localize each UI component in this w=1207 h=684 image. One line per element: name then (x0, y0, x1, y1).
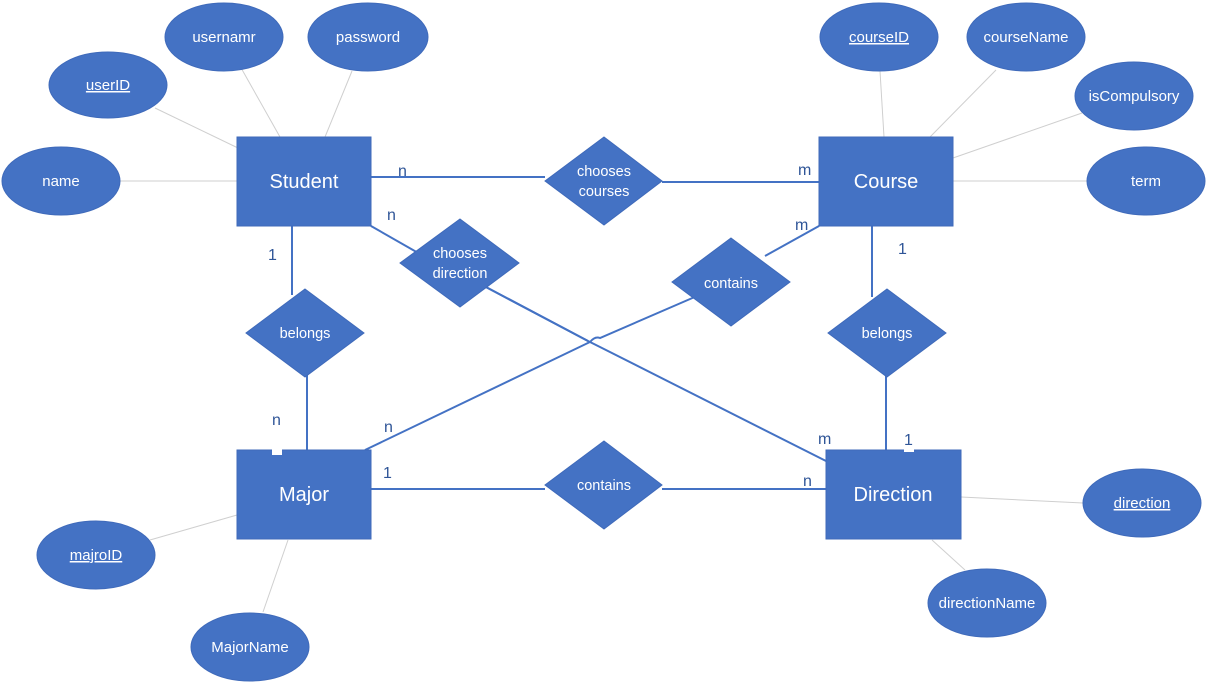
line-contains-course (764, 225, 820, 257)
entity-student[interactable]: Student (236, 136, 372, 227)
card-course-contains: m (795, 217, 808, 234)
relationship-chooses-courses[interactable]: chooses courses (544, 136, 663, 226)
contains-course-major-label: contains (704, 276, 758, 292)
attribute-term[interactable]: term (1086, 146, 1206, 216)
entity-major-label: Major (279, 484, 329, 506)
attribute-courseid[interactable]: courseID (819, 2, 939, 72)
entity-course[interactable]: Course (818, 136, 954, 227)
attribute-userid-label: userID (86, 77, 130, 94)
connector-courseid (879, 70, 885, 138)
attribute-coursename-label: courseName (983, 29, 1068, 46)
entity-student-label: Student (270, 171, 339, 193)
attribute-courseid-label: courseID (849, 29, 909, 46)
card-major-contains-direction: 1 (383, 465, 392, 482)
attribute-password-label: password (336, 29, 400, 46)
card-course-chooses-courses: m (798, 162, 811, 179)
attribute-majorid[interactable]: majroID (36, 520, 156, 590)
card-direction-contains: n (803, 473, 812, 490)
attribute-majorname[interactable]: MajorName (190, 612, 310, 682)
connector-majorname (262, 539, 289, 613)
attribute-majorid-label: majroID (70, 547, 123, 564)
connector-username (239, 65, 281, 138)
attribute-name[interactable]: name (1, 146, 121, 216)
relationship-contains-course-major[interactable]: contains (671, 237, 791, 327)
entity-direction[interactable]: Direction (825, 446, 962, 540)
attribute-connectors (120, 65, 1087, 613)
attribute-directionname[interactable]: directionName (927, 568, 1047, 638)
card-major-contains-course: n (384, 419, 393, 436)
card-student-belongs: 1 (268, 247, 277, 264)
connector-iscompulsory (952, 112, 1083, 159)
attribute-username[interactable]: usernamr (164, 2, 284, 72)
connector-handle-direction (904, 446, 914, 452)
attribute-majorname-label: MajorName (211, 639, 289, 656)
relationship-lines (291, 176, 887, 490)
attribute-password[interactable]: password (307, 2, 429, 72)
chooses-courses-label-line2: courses (579, 184, 630, 200)
connector-password (324, 70, 353, 138)
card-direction-belongs: 1 (904, 432, 913, 449)
connector-coursename (929, 69, 997, 138)
cardinality-labels: n m n m 1 n m n 1 1 1 n (268, 162, 913, 490)
belongs-student-major-label: belongs (280, 326, 331, 342)
line-student-chooses-direction (370, 225, 421, 255)
card-student-chooses-courses: n (398, 163, 407, 180)
contains-major-direction-label: contains (577, 478, 631, 494)
connector-userid (154, 107, 239, 149)
connector-handle-major (272, 448, 282, 455)
connector-directionname (931, 539, 966, 571)
chooses-courses-label-line1: chooses (577, 164, 631, 180)
attribute-term-label: term (1131, 173, 1161, 190)
card-course-belongs: 1 (898, 241, 907, 258)
relationship-contains-major-direction[interactable]: contains (544, 440, 663, 530)
attribute-direction-label: direction (1114, 495, 1171, 512)
card-student-chooses-direction: n (387, 207, 396, 224)
entity-major[interactable]: Major (236, 448, 372, 540)
connector-direction (960, 496, 1084, 504)
entity-course-label: Course (854, 171, 918, 193)
attribute-directionname-label: directionName (939, 595, 1036, 612)
attribute-name-label: name (42, 173, 80, 190)
chooses-direction-label-line2: direction (433, 266, 488, 282)
entity-direction-label: Direction (854, 484, 933, 506)
belongs-course-direction-label: belongs (862, 326, 913, 342)
chooses-direction-label-line1: chooses (433, 246, 487, 262)
connector-majorid (149, 514, 238, 541)
line-major-contains-course (364, 295, 698, 451)
card-major-belongs: n (272, 412, 281, 429)
relationship-belongs-student-major[interactable]: belongs (245, 288, 365, 378)
card-direction-chooses-direction: m (818, 431, 831, 448)
relationship-belongs-course-direction[interactable]: belongs (827, 288, 947, 378)
attribute-iscompulsory[interactable]: isCompulsory (1074, 61, 1194, 131)
attribute-userid[interactable]: userID (48, 51, 168, 119)
relationship-chooses-direction[interactable]: chooses direction (399, 218, 520, 308)
attribute-coursename[interactable]: courseName (966, 2, 1086, 72)
attribute-iscompulsory-label: isCompulsory (1089, 88, 1180, 105)
line-chooses-direction-direction-b (483, 285, 827, 462)
attribute-direction[interactable]: direction (1082, 468, 1202, 538)
attribute-username-label: usernamr (192, 29, 255, 46)
